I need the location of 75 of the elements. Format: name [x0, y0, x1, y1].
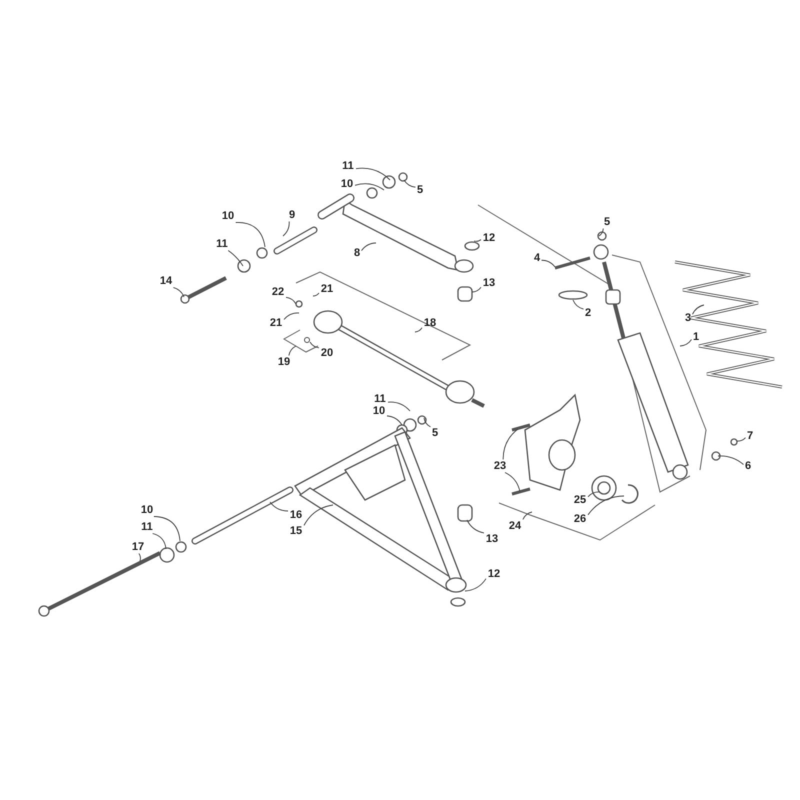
leader-line: [235, 222, 266, 248]
leader-line: [310, 342, 320, 348]
callout-number: 15: [288, 524, 304, 538]
callout-number: 7: [746, 430, 754, 442]
leader-line: [286, 296, 296, 304]
callout-number: 11: [372, 392, 388, 406]
callout-number: 22: [270, 286, 286, 298]
leader-line: [504, 472, 520, 492]
callout-number: 11: [340, 160, 356, 172]
callout-number: 13: [481, 276, 497, 290]
callout-number: 8: [352, 246, 362, 260]
leader-line: [472, 286, 482, 292]
callout-number: 24: [507, 520, 523, 532]
leader-line: [572, 300, 584, 310]
callout-number: 10: [339, 178, 355, 190]
callout-number: 23: [492, 460, 508, 472]
leader-line: [464, 578, 486, 592]
callout-number: 6: [744, 460, 752, 472]
callout-number: 2: [584, 306, 592, 320]
leader-line: [474, 239, 482, 242]
callout-number: 26: [572, 512, 588, 526]
callout-number: 1: [692, 330, 700, 344]
leader-line: [404, 180, 416, 188]
callout-number: 11: [214, 238, 230, 250]
leader-line: [172, 287, 184, 298]
leader-line: [153, 516, 180, 542]
leader-line: [736, 437, 746, 442]
leader-line: [282, 221, 290, 236]
leader-line: [588, 496, 624, 516]
leader-line: [228, 250, 244, 266]
leader-line: [354, 183, 384, 190]
leader-line: [304, 504, 334, 526]
callout-number: 21: [268, 316, 284, 330]
callout-number: 14: [158, 274, 174, 288]
leader-line: [466, 520, 484, 534]
callout-number: 5: [430, 426, 440, 440]
leader-line: [356, 168, 390, 180]
leader-line: [680, 339, 692, 346]
callout-number: 12: [481, 232, 497, 244]
callout-number: 21: [319, 282, 335, 296]
callout-number: 19: [276, 356, 292, 368]
leader-line: [284, 312, 300, 320]
callout-number: 12: [486, 568, 502, 580]
leader-line: [152, 533, 166, 550]
leader-line: [522, 512, 532, 520]
leader-line: [424, 418, 431, 428]
callout-number: 10: [139, 504, 155, 516]
leader-line: [692, 304, 704, 315]
callout-number: 11: [139, 520, 155, 534]
leader-line: [138, 553, 141, 562]
leader-line: [541, 260, 556, 268]
callout-number: 16: [288, 508, 304, 522]
callout-number: 17: [130, 540, 146, 554]
callout-number: 10: [220, 210, 236, 222]
callout-number: 9: [288, 208, 296, 222]
leader-line: [361, 242, 376, 252]
callout-number: 3: [684, 312, 692, 324]
leader-line: [288, 346, 296, 356]
callout-number: 13: [484, 532, 500, 546]
callout-number: 10: [371, 404, 387, 418]
leader-line: [270, 502, 288, 512]
leader-line: [588, 492, 600, 498]
leader-line: [598, 228, 604, 236]
callout-number: 4: [532, 252, 542, 264]
leader-line: [386, 415, 402, 426]
leader-line: [312, 292, 320, 296]
leader-line: [718, 455, 744, 465]
leader-line: [414, 327, 422, 332]
leader-line: [388, 402, 410, 412]
callout-number: 5: [416, 184, 424, 196]
callout-number: 25: [572, 494, 588, 506]
callout-number: 5: [602, 216, 612, 228]
callout-number: 20: [319, 346, 335, 360]
leader-line: [502, 428, 518, 460]
callout-number: 18: [422, 316, 438, 330]
